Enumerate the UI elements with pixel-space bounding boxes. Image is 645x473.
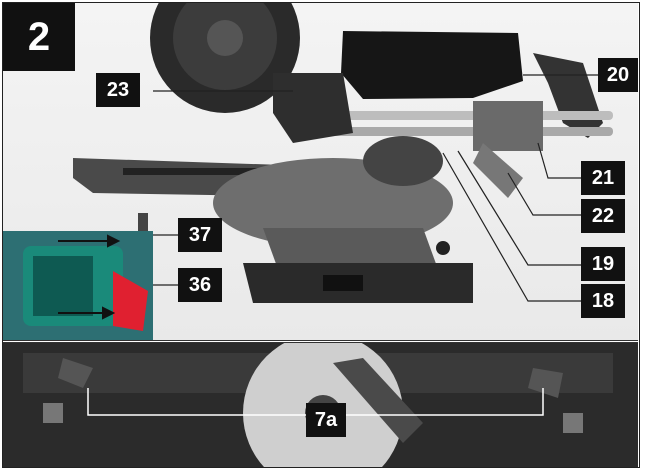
callout-19: 19 — [581, 247, 625, 281]
lock-knob-right — [528, 368, 563, 398]
callout-7a: 7a — [306, 403, 346, 437]
figure-frame: 2 23 20 21 22 19 18 37 36 7a — [2, 2, 640, 468]
dust-bag — [341, 31, 523, 99]
callout-22: 22 — [581, 199, 625, 233]
callout-18: 18 — [581, 284, 625, 318]
lock-knob-left — [58, 358, 93, 388]
callout-23: 23 — [96, 73, 140, 107]
callout-21: 21 — [581, 161, 625, 195]
miter-saw-drawing — [73, 3, 613, 303]
battery-inset — [3, 231, 153, 341]
handle — [533, 53, 603, 138]
callout-20: 20 — [598, 58, 638, 92]
figure-number: 2 — [3, 3, 75, 71]
callout-36: 36 — [178, 268, 222, 302]
battery-release-button — [113, 271, 148, 331]
callout-37: 37 — [178, 218, 222, 252]
miter-saw-photo — [3, 3, 638, 341]
